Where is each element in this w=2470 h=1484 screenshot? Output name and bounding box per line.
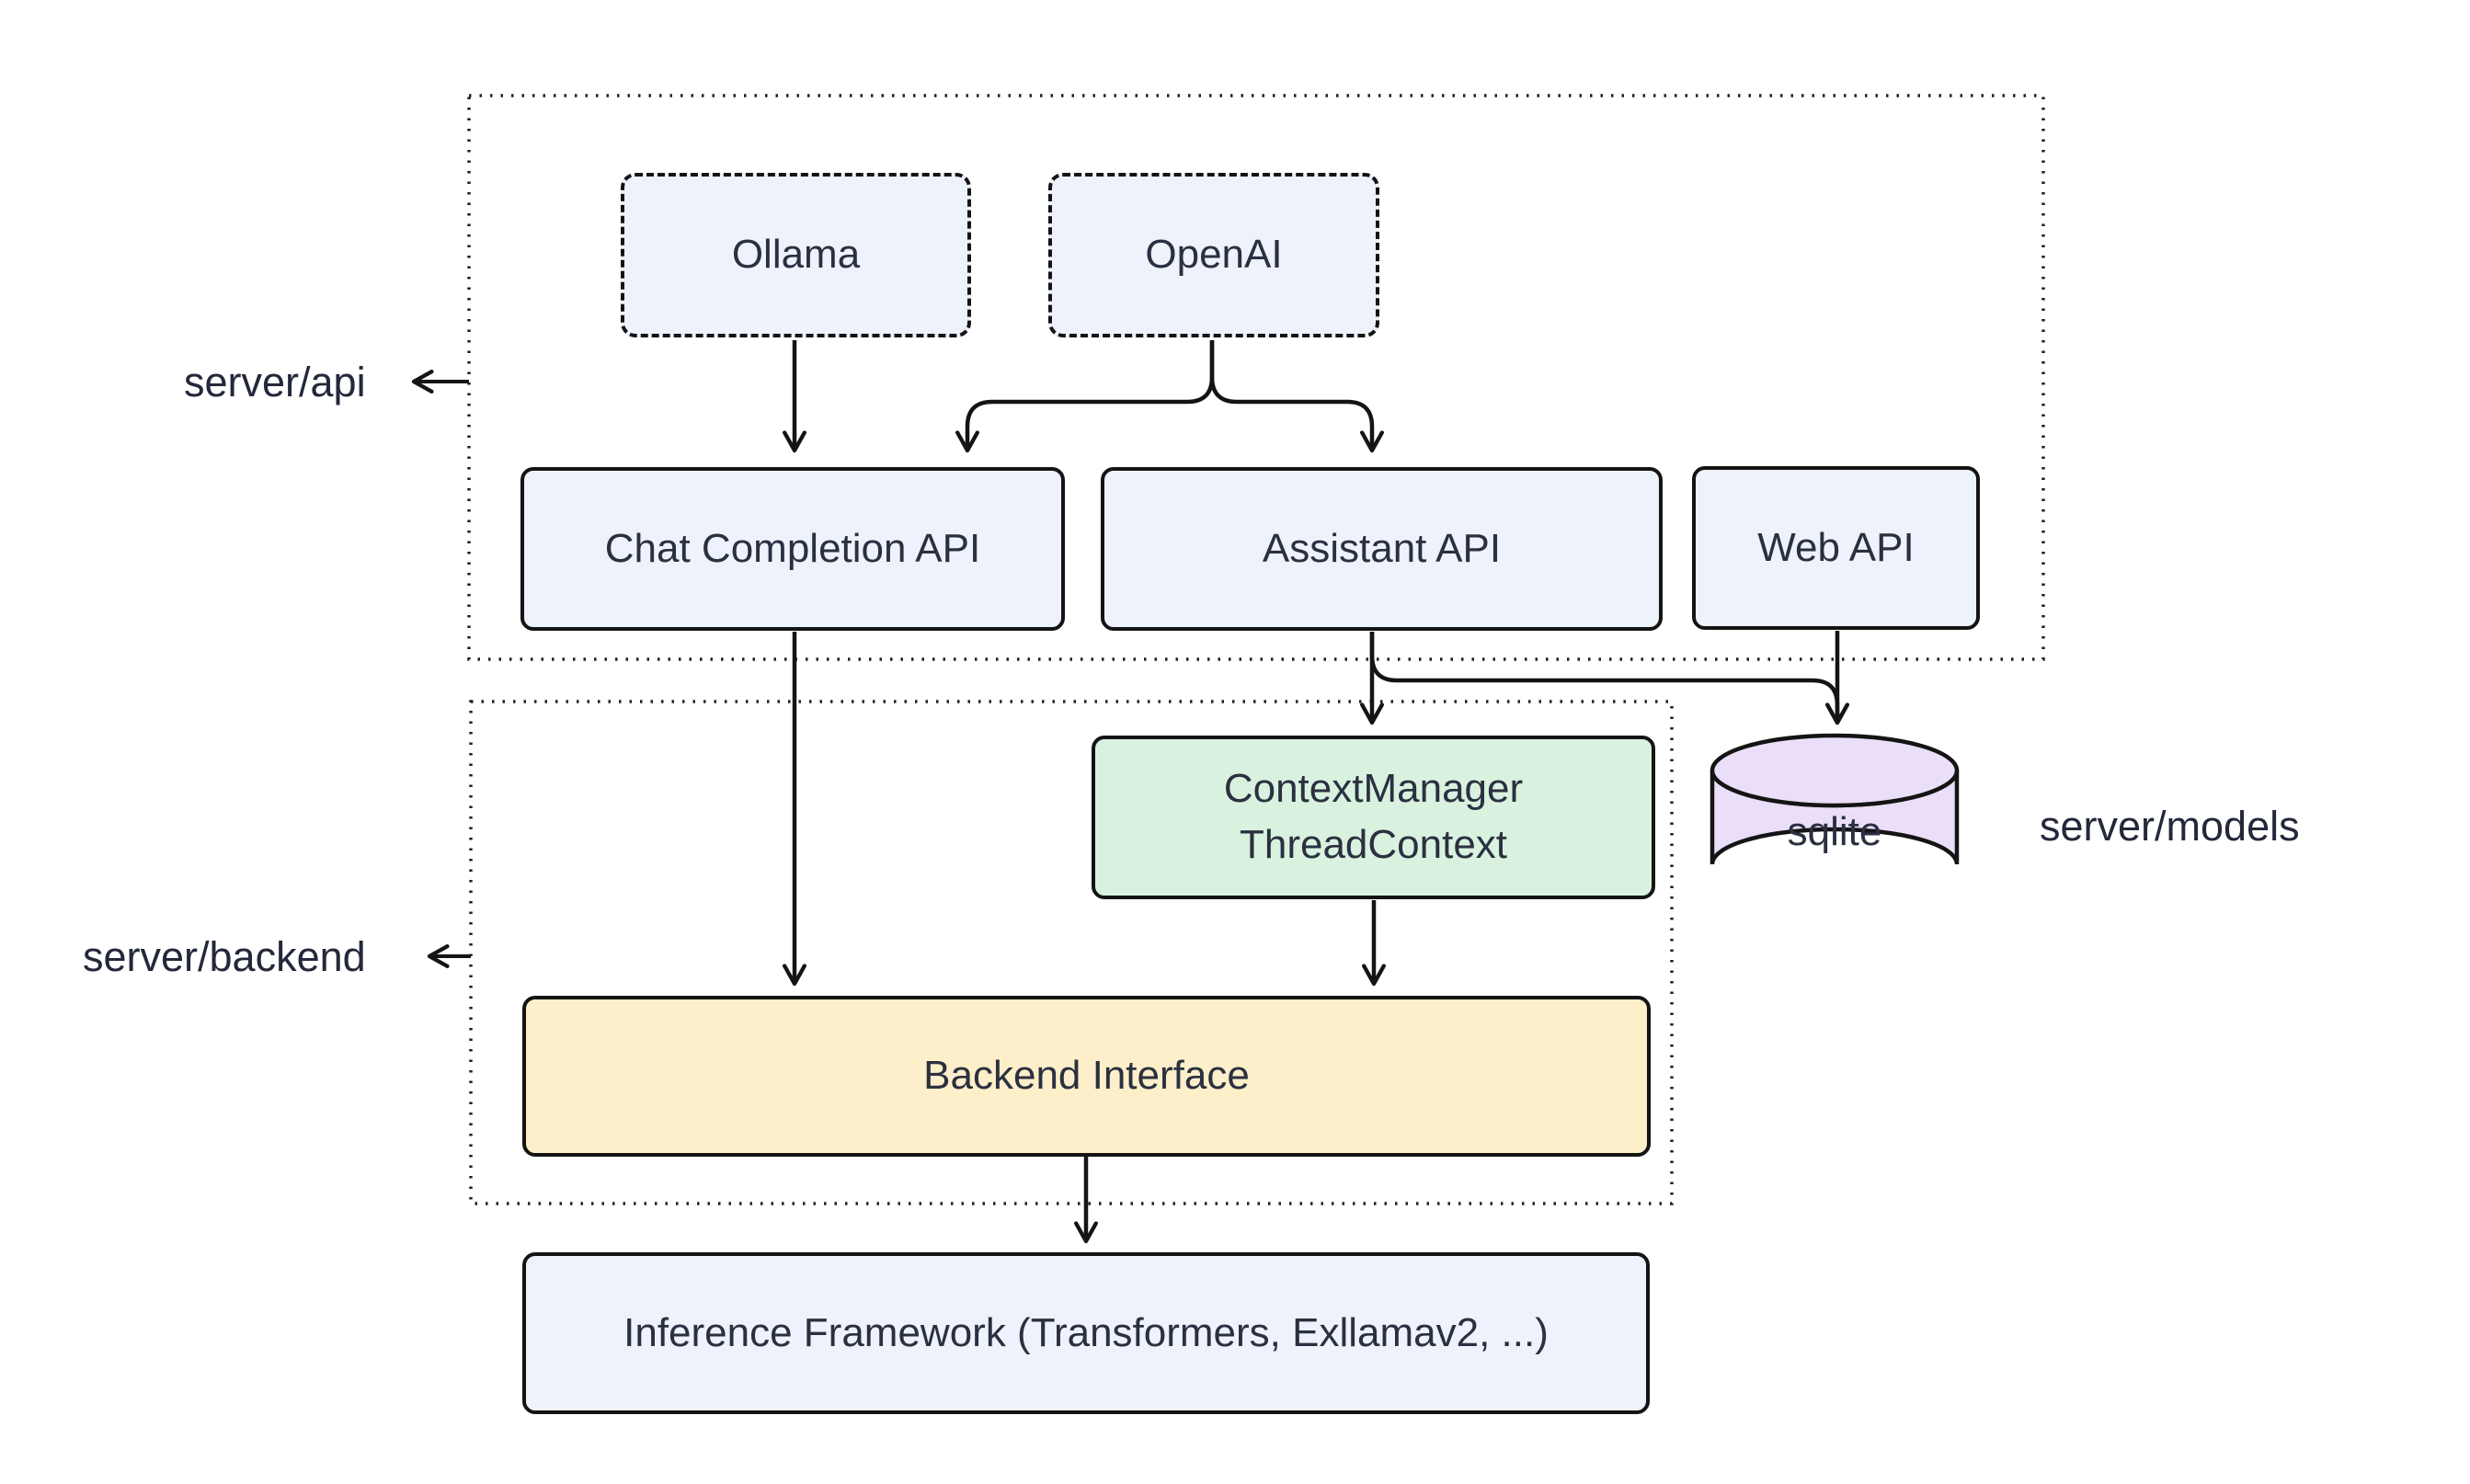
- node-ollama: Ollama: [621, 173, 971, 337]
- node-chat-completion-api-label: Chat Completion API: [604, 525, 981, 571]
- node-assistant-api-label: Assistant API: [1262, 525, 1502, 571]
- edge-openai-to-assistant: [1209, 340, 1384, 453]
- node-inference-framework-label: Inference Framework (Transformers, Exlla…: [623, 1309, 1549, 1355]
- sqlite-cylinder-top: [1710, 733, 1960, 808]
- edge-openai-to-chat: [955, 340, 1215, 453]
- section-label-server-models: server/models: [2040, 803, 2300, 850]
- node-openai: OpenAI: [1048, 173, 1379, 337]
- section-label-server-backend: server/backend: [83, 933, 366, 980]
- node-web-api-label: Web API: [1757, 524, 1915, 570]
- edge-assistant-to-sqlite: [1369, 632, 1849, 725]
- sqlite-cylinder: [1710, 733, 1960, 865]
- node-context-manager: ContextManager ThreadContext: [1092, 736, 1655, 899]
- node-context-manager-line1: ContextManager: [1223, 766, 1524, 812]
- node-context-manager-line2: ThreadContext: [1239, 822, 1508, 867]
- node-inference-framework: Inference Framework (Transformers, Exlla…: [522, 1252, 1650, 1414]
- node-chat-completion-api: Chat Completion API: [520, 467, 1065, 631]
- node-openai-label: OpenAI: [1145, 232, 1283, 278]
- node-backend-interface-label: Backend Interface: [923, 1053, 1250, 1099]
- section-label-server-api: server/api: [184, 359, 366, 405]
- node-sqlite-label: sqlite: [1787, 809, 1882, 854]
- node-backend-interface: Backend Interface: [522, 996, 1651, 1157]
- node-ollama-label: Ollama: [731, 232, 861, 278]
- node-assistant-api: Assistant API: [1101, 467, 1663, 631]
- node-web-api: Web API: [1692, 466, 1980, 630]
